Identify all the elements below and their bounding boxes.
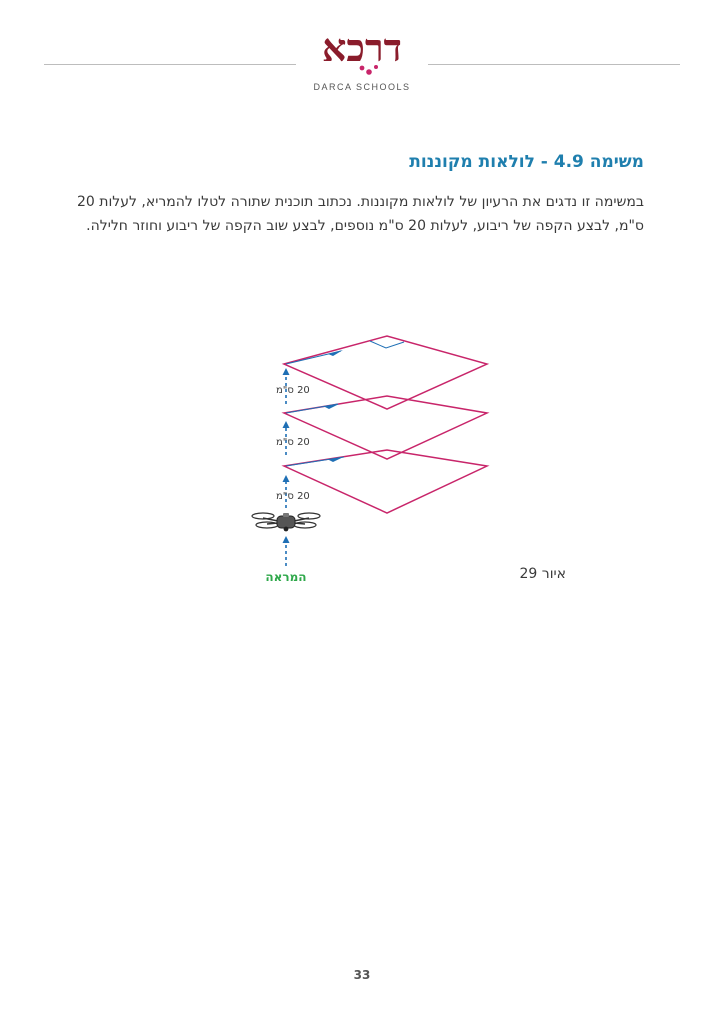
- darca-logo: דרכא DARCA SCHOOLS: [306, 26, 418, 98]
- logo-hebrew-text: דרכא: [322, 25, 402, 70]
- square-level-2: [281, 395, 490, 460]
- figure-caption: איור 29: [519, 566, 566, 582]
- square-level-1: [281, 449, 490, 514]
- takeoff-label: המראה: [265, 570, 306, 584]
- task-paragraph: במשימה זו נדגים את הרעיון של לולאות מקונ…: [77, 194, 644, 234]
- drone-icon: [251, 512, 321, 532]
- header-rule-left: [44, 64, 296, 65]
- task-title: משימה 4.9 - לולאות מקוננות: [409, 152, 644, 172]
- page-number: 33: [353, 968, 371, 982]
- climb-arrow-2: [282, 421, 290, 455]
- square-level-3: [281, 335, 490, 410]
- logo-subtitle: DARCA SCHOOLS: [313, 82, 411, 92]
- takeoff-arrow: [282, 536, 290, 566]
- height-label-middle: 20 ס"מ: [276, 437, 310, 448]
- logo-dots-icon: [359, 65, 378, 75]
- header-rule-right: [428, 64, 680, 65]
- height-label-bottom: 20 ס"מ: [276, 491, 310, 502]
- height-label-top: 20 ס"מ: [276, 385, 310, 396]
- climb-arrow-3: [282, 368, 290, 404]
- climb-arrow-1: [282, 475, 290, 508]
